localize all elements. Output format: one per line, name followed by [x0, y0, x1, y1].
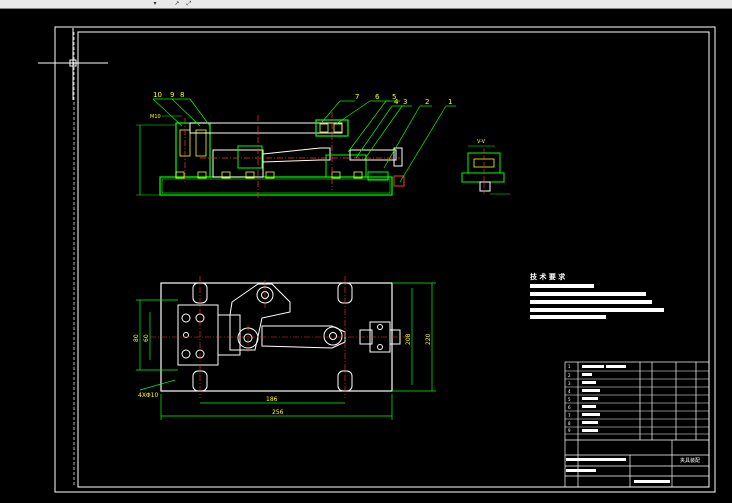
- part-label-9: 9: [170, 91, 174, 99]
- part-label-6: 6: [375, 93, 380, 101]
- dim-left-b: 60: [143, 334, 150, 342]
- chevron-down-icon[interactable]: ▾: [153, 0, 157, 7]
- dim-height-inner: 208: [405, 333, 412, 345]
- dim-left-a: 80: [133, 334, 140, 342]
- part-label-7: 7: [355, 93, 359, 101]
- dim-width-total: 256: [272, 409, 284, 416]
- section-tag: V-V: [477, 139, 486, 145]
- part-label-5: 5: [392, 93, 396, 101]
- title-block: [564, 361, 710, 488]
- section-view: V-V: [461, 139, 510, 195]
- tech-title: 技 术 要 求: [530, 272, 566, 281]
- expand-icon[interactable]: ⤢: [186, 0, 192, 7]
- crosshair-cursor-icon: [38, 28, 108, 100]
- toolbar-strip: ▾ ↗ ⤢: [0, 0, 732, 9]
- title-row-2: 2: [568, 373, 571, 378]
- part-label-2: 2: [425, 98, 429, 106]
- part-label-10: 10: [153, 91, 162, 99]
- title-row-4: 4: [568, 389, 571, 394]
- title-row-6: 6: [568, 405, 571, 410]
- drawing-name: 夹具装配: [680, 457, 700, 464]
- arrow-icon[interactable]: ↗: [174, 0, 180, 7]
- outer-frame: [54, 26, 716, 493]
- title-row-9: 9: [568, 428, 571, 433]
- part-label-4: 4: [394, 98, 399, 106]
- top-view: 186 256 208 220 4XΦ10 80 60: [133, 276, 436, 420]
- part-label-3: 3: [403, 98, 407, 106]
- technical-requirements: 技 术 要 求: [530, 272, 664, 319]
- dim-hole-note: 4XΦ10: [138, 392, 158, 399]
- dim-width-main: 186: [266, 396, 278, 403]
- top-left-tag: M10: [150, 114, 161, 120]
- inner-frame: [77, 31, 710, 488]
- dim-height-total: 220: [425, 333, 432, 345]
- part-label-8: 8: [180, 91, 184, 99]
- front-view: [136, 112, 405, 200]
- title-row-3: 3: [568, 381, 571, 386]
- title-row-1: 1: [568, 364, 571, 369]
- part-label-1: 1: [448, 98, 452, 106]
- title-row-5: 5: [568, 397, 571, 402]
- title-row-8: 8: [568, 421, 571, 426]
- part-leaders: [152, 98, 456, 183]
- title-row-7: 7: [568, 413, 571, 418]
